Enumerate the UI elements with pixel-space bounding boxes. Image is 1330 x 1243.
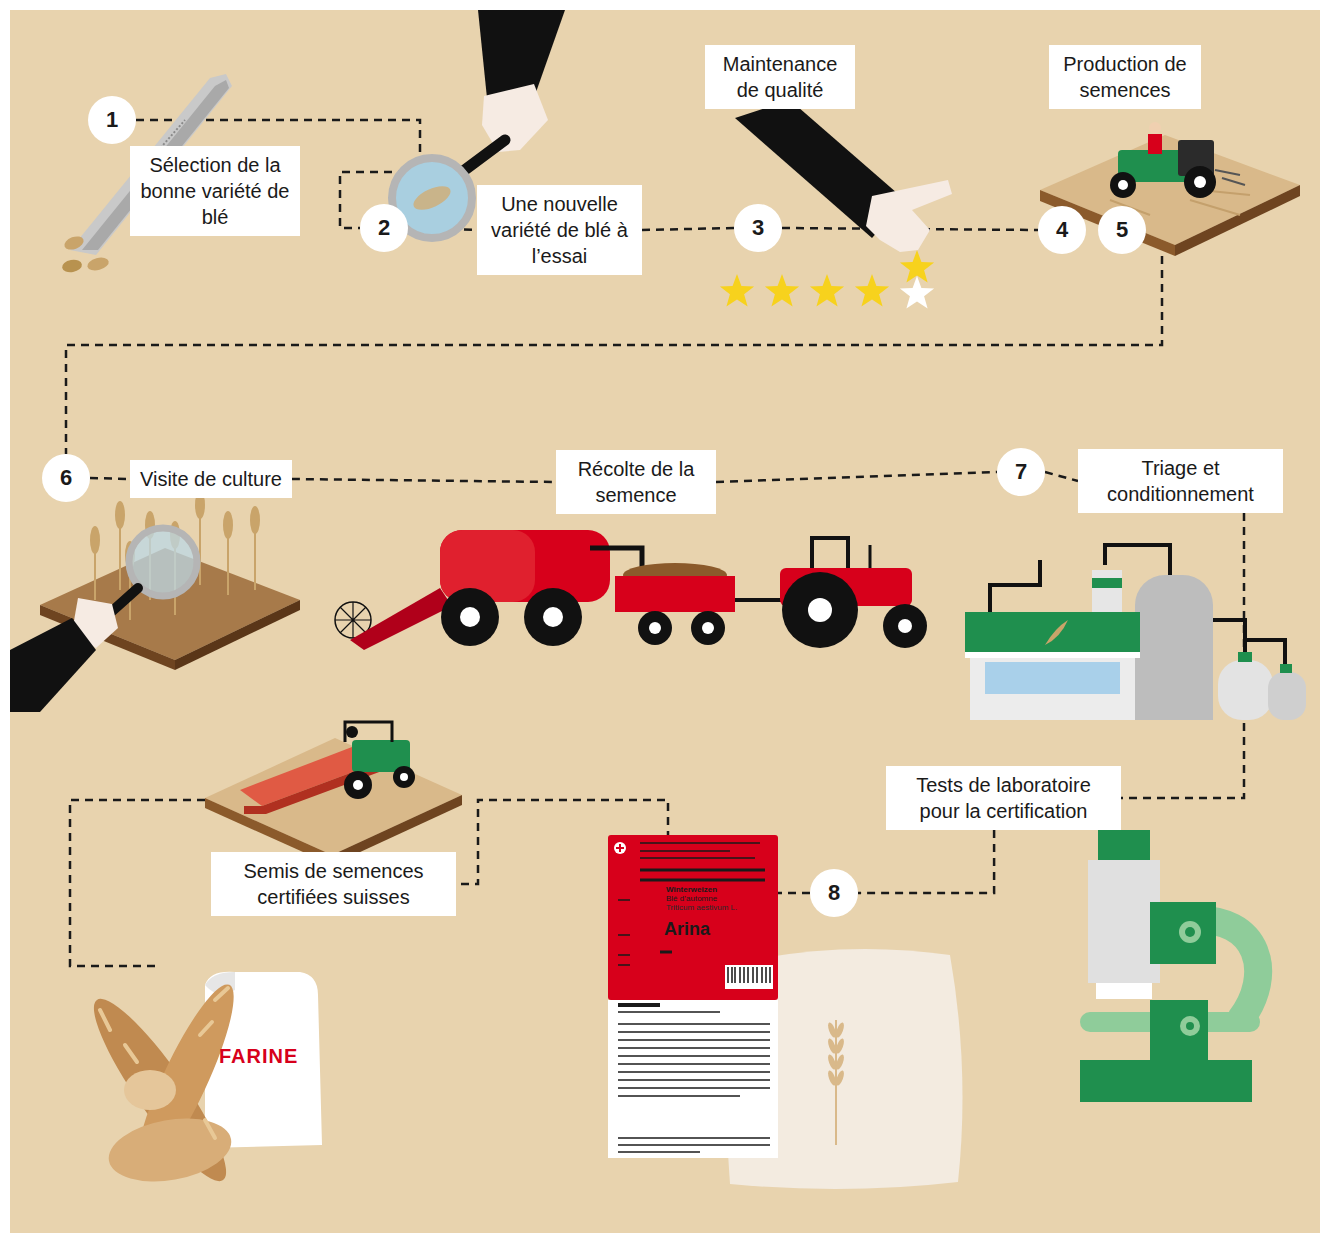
tag-text: Arina — [664, 920, 710, 940]
step-number-circle: 5 — [1098, 206, 1146, 254]
dashed-connector — [716, 472, 997, 482]
step-label: Triage et conditionnement — [1088, 455, 1273, 507]
callout-number: 3 — [752, 215, 764, 241]
quality-stars — [720, 250, 934, 309]
callout-number: 8 — [828, 880, 840, 906]
callout-number: 5 — [1116, 217, 1128, 243]
callout-number: 2 — [378, 215, 390, 241]
callout-number: 1 — [106, 107, 118, 133]
certification-tag — [608, 835, 778, 1158]
flour-label: FARINE — [219, 1045, 298, 1067]
factory — [965, 545, 1306, 720]
step-label: Maintenance de qualité — [715, 51, 845, 103]
harvester — [335, 530, 642, 650]
step-number-circle: 2 — [360, 204, 408, 252]
step-number-circle: 8 — [810, 869, 858, 917]
picking-hand — [735, 100, 952, 252]
step-label: Sélection de la bonne variété de blé — [140, 152, 290, 230]
step-label: Visite de culture — [140, 466, 282, 492]
flour-dash-line — [70, 800, 205, 966]
tag-text: Blé d’automne — [666, 895, 717, 904]
step-number-circle: 7 — [997, 448, 1045, 496]
label-box: Visite de culture — [130, 460, 292, 498]
label-box: Maintenance de qualité — [705, 45, 855, 109]
label-box: Récolte de la semence — [556, 450, 716, 514]
step-label: Récolte de la semence — [566, 456, 706, 508]
tractor — [780, 538, 927, 648]
bread-loaves — [77, 976, 249, 1194]
microscope — [1080, 830, 1260, 1102]
label-box: Triage et conditionnement — [1078, 449, 1283, 513]
crop-platform — [10, 491, 300, 712]
dashed-connector — [90, 478, 130, 479]
label-box: Sélection de la bonne variété de blé — [130, 146, 300, 236]
label-box: Semis de semences certifiées suisses — [211, 852, 456, 916]
dashed-connector — [858, 830, 994, 893]
step-label: Production de semences — [1059, 51, 1191, 103]
step-label: Une nouvelle variété de blé à l’essai — [487, 191, 632, 269]
step-number-circle: 4 — [1038, 206, 1086, 254]
callout-number: 6 — [60, 465, 72, 491]
step-label: Semis de semences certifiées suisses — [221, 858, 446, 910]
step-number-circle: 6 — [42, 454, 90, 502]
seeder-platform — [205, 722, 462, 865]
dashed-connector — [1045, 472, 1078, 481]
callout-number: 7 — [1015, 459, 1027, 485]
label-box: Production de semences — [1049, 45, 1201, 109]
trailer — [615, 563, 790, 645]
label-box: Tests de laboratoire pour la certificati… — [886, 766, 1121, 830]
step-number-circle: 3 — [734, 204, 782, 252]
step-label: Tests de laboratoire pour la certificati… — [896, 772, 1111, 824]
tag-text: Winterweizen — [666, 886, 717, 895]
dashed-connector — [292, 479, 556, 482]
callout-number: 4 — [1056, 217, 1068, 243]
dashed-connector — [642, 228, 734, 230]
tag-text: Triticum aestivum L. — [666, 904, 737, 913]
label-box: Une nouvelle variété de blé à l’essai — [477, 185, 642, 275]
step-number-circle: 1 — [88, 96, 136, 144]
